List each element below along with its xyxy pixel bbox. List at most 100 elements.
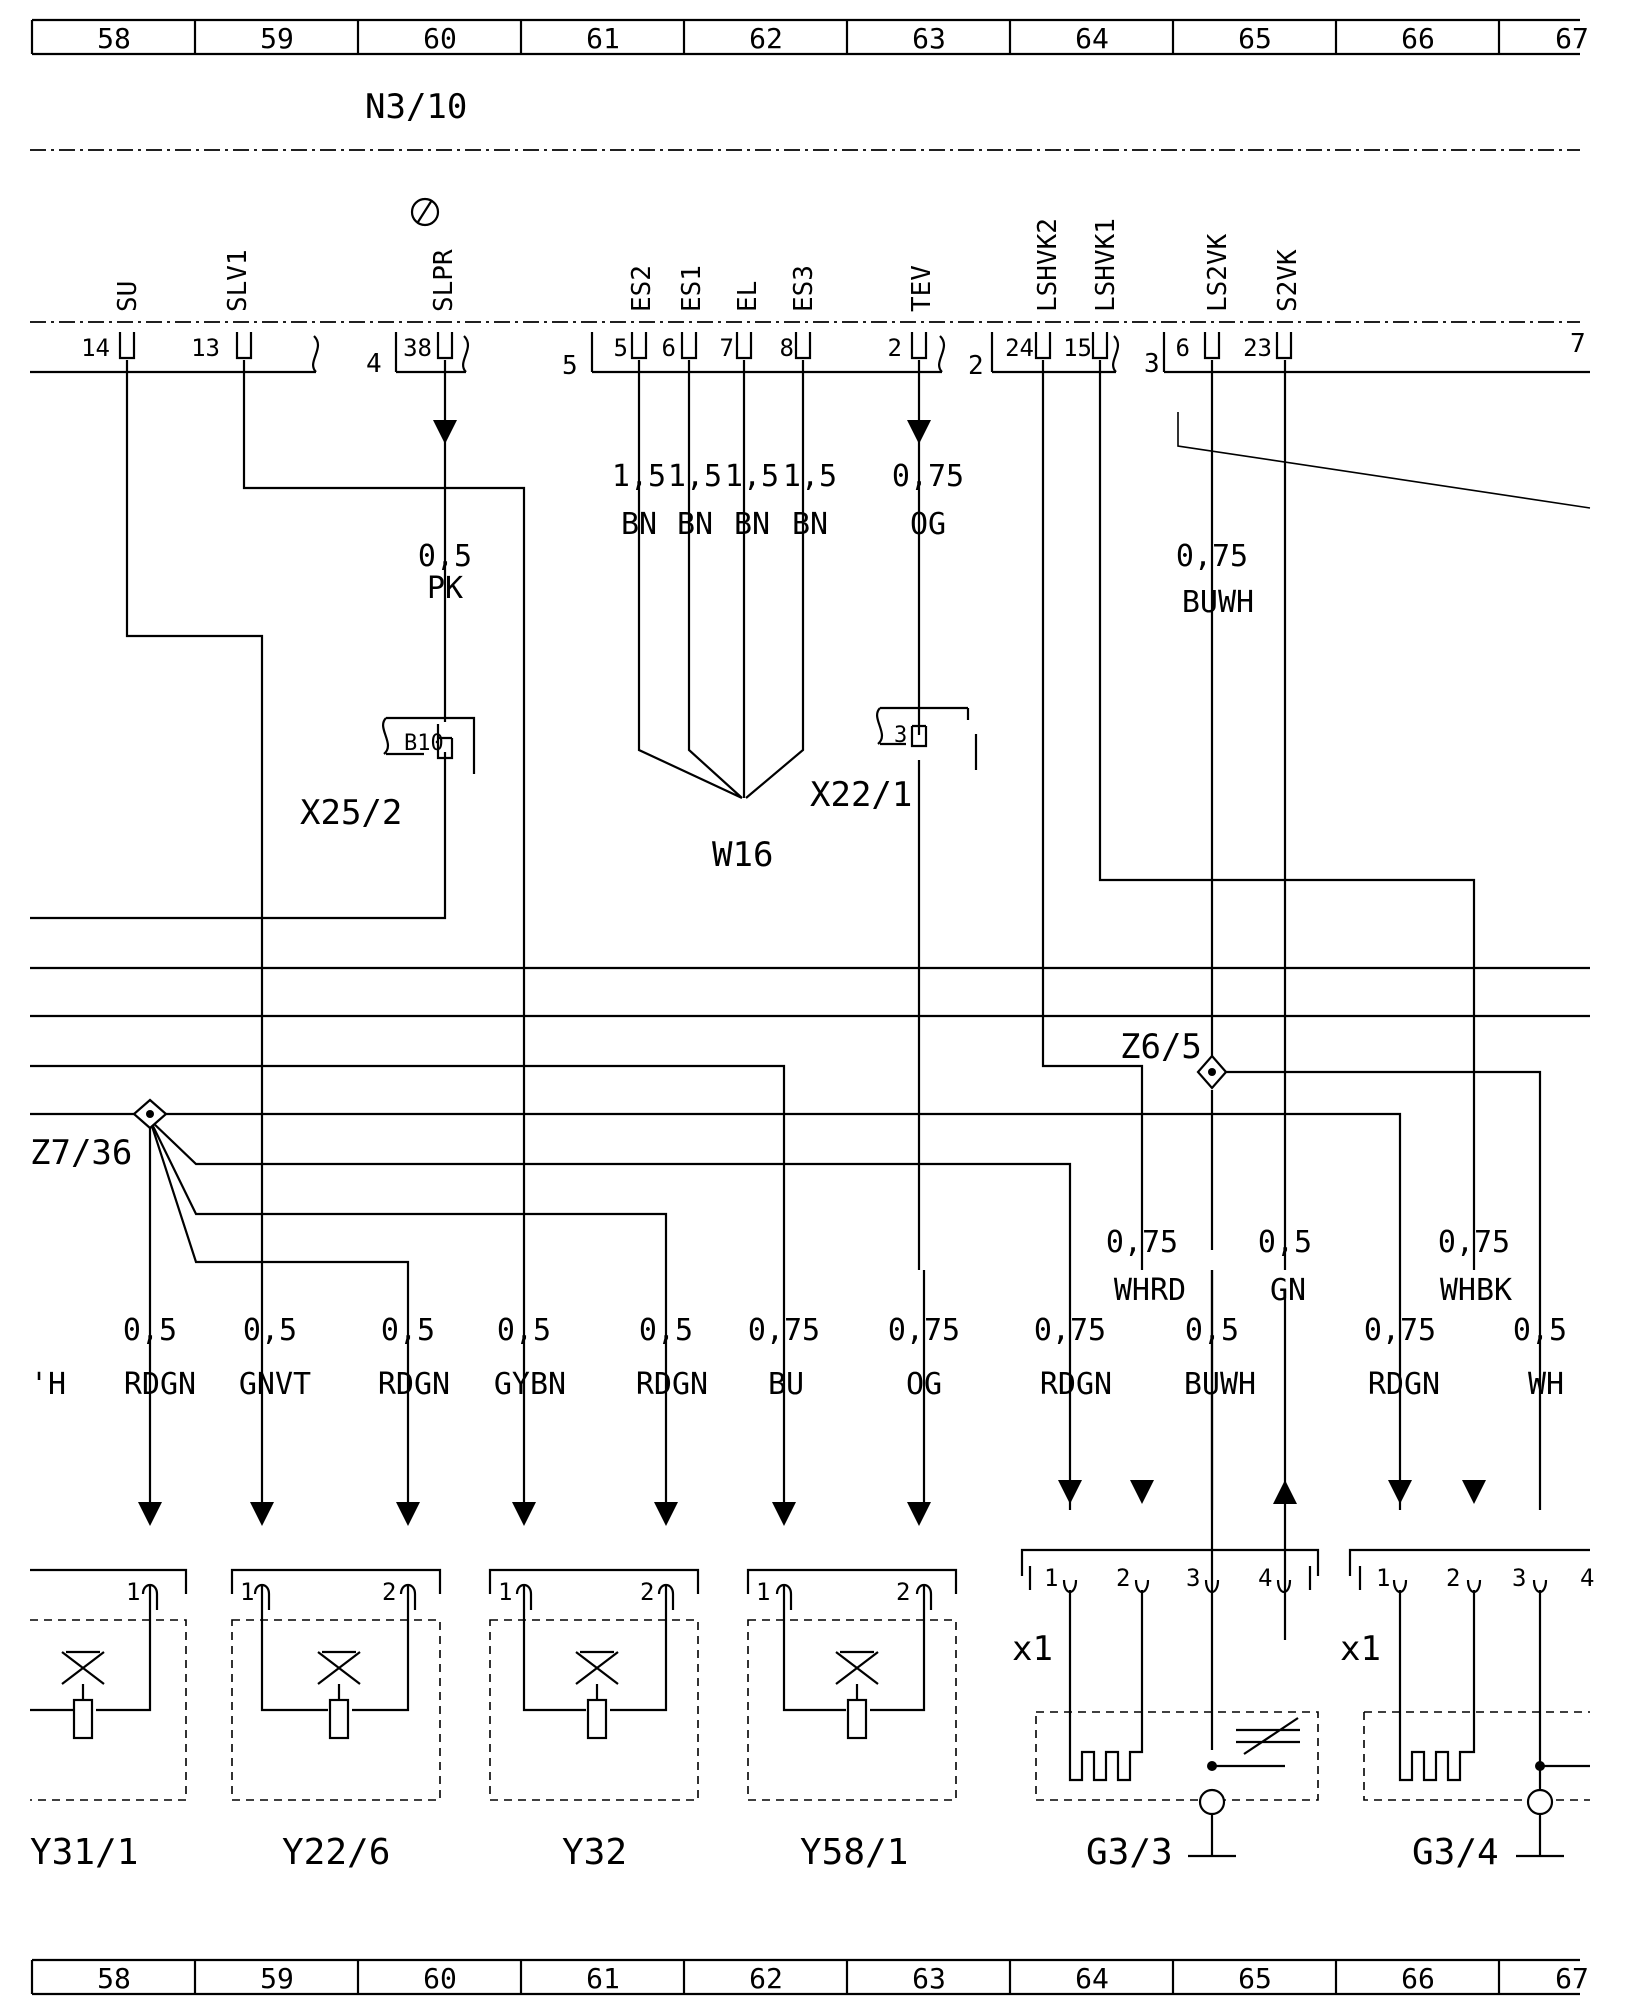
pin-label: 1: [756, 1578, 770, 1606]
grid-cell-label: 67: [1555, 22, 1589, 55]
pin-number: 15: [1063, 334, 1092, 362]
pin-label: 1: [498, 1578, 512, 1606]
pin-label: 3: [1186, 1564, 1200, 1592]
pin-label: 1: [126, 1578, 140, 1606]
wire-color: GN: [1270, 1273, 1306, 1308]
wire-size: 0,5: [1513, 1313, 1567, 1348]
wire-size: 0,5: [497, 1313, 551, 1348]
grid-cell-label: 66: [1401, 1962, 1435, 1995]
pin-label: B10: [404, 731, 444, 756]
wire-size: 0,5: [243, 1313, 297, 1348]
connector-number: 2: [968, 351, 984, 381]
splice-label: Z6/5: [1120, 1027, 1202, 1067]
pin-numbers: 14 13 38 5 6 7 8 2 24 15 6 23: [81, 334, 1272, 362]
pin-number: 23: [1243, 334, 1272, 362]
grid-cell-label: 58: [97, 22, 131, 55]
component-pin-sockets: [141, 1583, 933, 1610]
pin-label: 2: [640, 1578, 654, 1606]
grid-cell-label: 61: [586, 22, 620, 55]
wire-paths: [30, 360, 1590, 1750]
splice-label: W16: [712, 835, 773, 875]
wire-size: 0,5: [381, 1313, 435, 1348]
wire-color: GYBN: [494, 1367, 566, 1402]
wire-color: BUWH: [1182, 585, 1254, 620]
pin-name: S2VK: [1273, 249, 1303, 312]
wire-color: OG: [906, 1367, 942, 1402]
wire-color: BN: [792, 507, 828, 542]
wire-color: WHBK: [1440, 1273, 1512, 1308]
component-y58-1: 1 2 Y58/1: [746, 1568, 958, 1873]
grid-cell-label: 64: [1075, 1962, 1109, 1995]
connector-number: 4: [366, 349, 382, 379]
pin-number: 7: [720, 334, 734, 362]
grid-cell-label: 62: [749, 1962, 783, 1995]
pin-sockets: [118, 332, 1293, 360]
wire-color: WH: [1528, 1367, 1564, 1402]
wire-color: RDGN: [1040, 1367, 1112, 1402]
pin-label: 2: [1446, 1564, 1460, 1592]
wire-size: 1,5: [783, 459, 837, 494]
pin-number: 13: [191, 334, 220, 362]
pin-name: ES2: [627, 265, 657, 312]
pin-label: 2: [896, 1578, 910, 1606]
pin-name: LSHVK2: [1033, 218, 1063, 312]
wire-size: 0,5: [1185, 1313, 1239, 1348]
wire-color: BN: [734, 507, 770, 542]
component-y31-1: 1 Y31/1: [30, 1568, 188, 1873]
wire-size: 1,5: [725, 459, 779, 494]
module-label: N3/10: [365, 87, 467, 127]
wire-size: 0,75: [1106, 1225, 1178, 1260]
pin-name: ES1: [677, 265, 707, 312]
wire-color: PK: [427, 571, 463, 606]
wire-size: 0,75: [892, 459, 964, 494]
wire-size: 0,75: [1438, 1225, 1510, 1260]
wire-arrows: [138, 420, 1486, 1526]
grid-cell-label: 65: [1238, 22, 1272, 55]
pin-name: SLV1: [223, 249, 253, 312]
component-label: G3/3: [1086, 1832, 1173, 1873]
wire-size: 0,5: [123, 1313, 177, 1348]
wire-size: 1,5: [668, 459, 722, 494]
pin-names: SU SLV1 SLPR ES2 ES1 EL ES3 TEV LSHVK2 L…: [113, 218, 1303, 312]
wire-color: BUWH: [1184, 1367, 1256, 1402]
grid-cell-label: 62: [749, 22, 783, 55]
pin-label: 4: [1580, 1564, 1594, 1592]
wire-color: RDGN: [1368, 1367, 1440, 1402]
component-y32: 1 2 Y32: [488, 1568, 700, 1873]
pin-label: 1: [240, 1578, 254, 1606]
wire-color: RDGN: [378, 1367, 450, 1402]
grid-cell-label: 59: [260, 22, 294, 55]
grid-cell-label: 61: [586, 1962, 620, 1995]
plug-label: x1: [1012, 1629, 1053, 1669]
connector-number: 5: [562, 351, 578, 381]
pin-number: 6: [662, 334, 676, 362]
wire-color: GNVT: [239, 1367, 311, 1402]
connector-x22-1: 3 X22/1: [810, 706, 978, 815]
wire-color: BN: [621, 507, 657, 542]
pin-label: 3: [1512, 1564, 1526, 1592]
grid-bar-bottom: 58 59 60 61 62 63 64 65 66 67: [30, 1958, 1589, 1996]
component-g3-3: 1 2 3 4 x1 G3/3: [1012, 1548, 1320, 1873]
wire-labels-bottom: 'H 0,5 RDGN 0,5 GNVT 0,5 RDGN 0,5 GYBN 0…: [30, 1313, 1567, 1402]
pin-label: 2: [1116, 1564, 1130, 1592]
pin-label: 3: [894, 723, 907, 748]
component-label: Y22/6: [282, 1832, 390, 1873]
plug-label: x1: [1340, 1629, 1381, 1669]
pin-label: 1: [1376, 1564, 1390, 1592]
wire-size: 0,5: [639, 1313, 693, 1348]
grid-cell-label: 64: [1075, 22, 1109, 55]
wire-color: OG: [910, 507, 946, 542]
pin-name: SU: [113, 281, 143, 312]
wire-size: 0,5: [418, 539, 472, 574]
wire-labels-top: 0,5 PK 1,5 BN 1,5 BN 1,5 BN 1,5 BN 0,75 …: [418, 459, 1254, 620]
grid-cell-label: 66: [1401, 22, 1435, 55]
grid-bar-top: 58 59 60 61 62 63 64 65 66 67: [30, 18, 1589, 56]
component-label: G3/4: [1412, 1832, 1499, 1873]
component-label: Y31/1: [30, 1832, 138, 1873]
component-label: Y32: [562, 1832, 627, 1873]
pin-name: SLPR: [429, 249, 459, 312]
pin-name: ES3: [789, 265, 819, 312]
connector-x25-2: B10 X25/2: [300, 716, 476, 833]
connector-housings: 4 5 2 3 7: [30, 329, 1591, 509]
grid-cell-label: 63: [912, 1962, 946, 1995]
